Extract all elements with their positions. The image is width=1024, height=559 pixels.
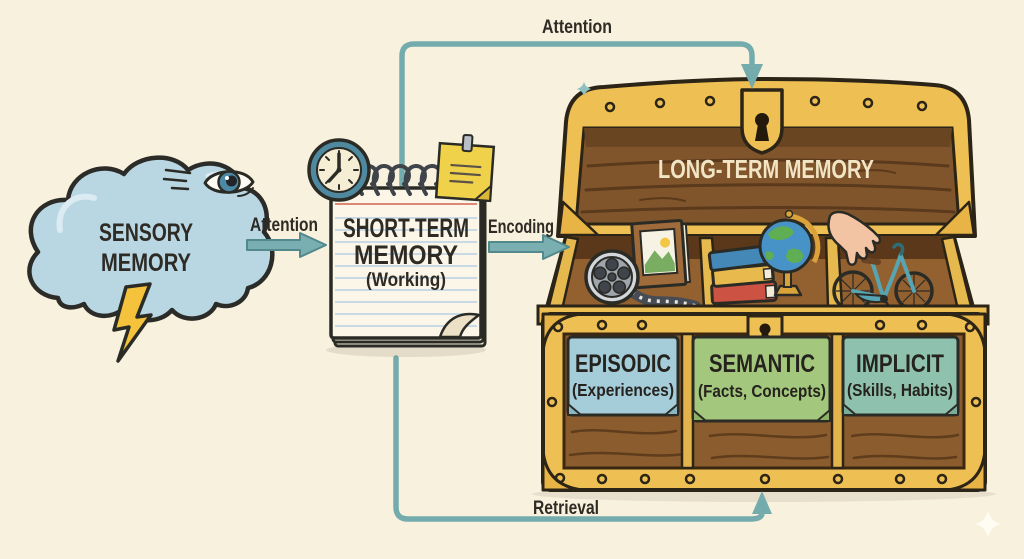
semantic-title: SEMANTIC [709,350,815,378]
clock-icon [307,138,371,202]
chest-lid: LONG-TERM MEMORY [556,77,977,238]
episodic-note: EPISODIC (Experiences) [566,335,680,417]
lightning-bolt-icon [112,282,153,363]
long-term-memory-chest: LONG-TERM MEMORY [532,77,996,502]
semantic-note: SEMANTIC (Facts, Concepts) [691,335,832,423]
eye-icon [162,168,255,197]
sparkle-small-icon [577,82,591,96]
implicit-title: IMPLICIT [856,350,944,378]
implicit-subtitle: (Skills, Habits) [847,380,953,400]
short-term-memory-label-line1: SHORT-TERM [343,213,469,243]
sticky-note-icon [434,133,496,203]
globe-icon [758,209,821,297]
motion-lines [162,168,192,191]
front-divider-1 [680,332,695,470]
sensory-memory-cloud: SENSORY MEMORY [27,155,275,363]
encoding-arrow: Encoding [488,217,570,260]
reaching-hand-icon [827,210,882,266]
long-term-memory-title: LONG-TERM MEMORY [658,154,874,184]
sparkle-icon [975,511,1001,537]
lid-lock-clasp [740,88,784,155]
retrieval-arrowhead [752,491,772,514]
attention-label: Attention [250,215,318,236]
lid-rivets [604,95,928,113]
short-term-memory-label-line2: MEMORY [354,240,458,270]
episodic-title: EPISODIC [575,350,671,378]
retrieval-label: Retrieval [533,498,599,519]
episodic-subtitle: (Experiences) [572,380,674,400]
chest-open-compartments [536,209,990,326]
retrieval-loop-arrow: Retrieval [393,355,772,522]
photo-frame-icon [630,219,691,290]
attention-loop-arrow: Attention [399,17,763,188]
short-term-memory-sublabel: (Working) [366,270,446,291]
keyhole-icon [755,113,769,141]
short-term-memory-notepad: SHORT-TERM MEMORY (Working) [307,133,496,357]
book-stack-icon [707,244,778,306]
film-reel-icon [584,249,701,311]
chest-front: EPISODIC (Experiences) SEMANTIC (Facts, … [541,312,987,492]
attention-loop-arrowhead [741,64,763,89]
front-divider-2 [830,332,845,470]
encoding-label: Encoding [488,217,554,238]
front-rivets [546,319,982,485]
attention-loop-label: Attention [542,17,612,38]
semantic-subtitle: (Facts, Concepts) [698,381,826,401]
sensory-memory-label-line2: MEMORY [101,249,191,277]
ruled-lines [335,217,477,327]
sensory-memory-label-line1: SENSORY [99,219,193,247]
attention-arrow: Attention [246,215,327,258]
pin-icon [461,133,474,153]
page-curl [438,312,481,339]
implicit-note: IMPLICIT (Skills, Habits) [841,335,960,417]
